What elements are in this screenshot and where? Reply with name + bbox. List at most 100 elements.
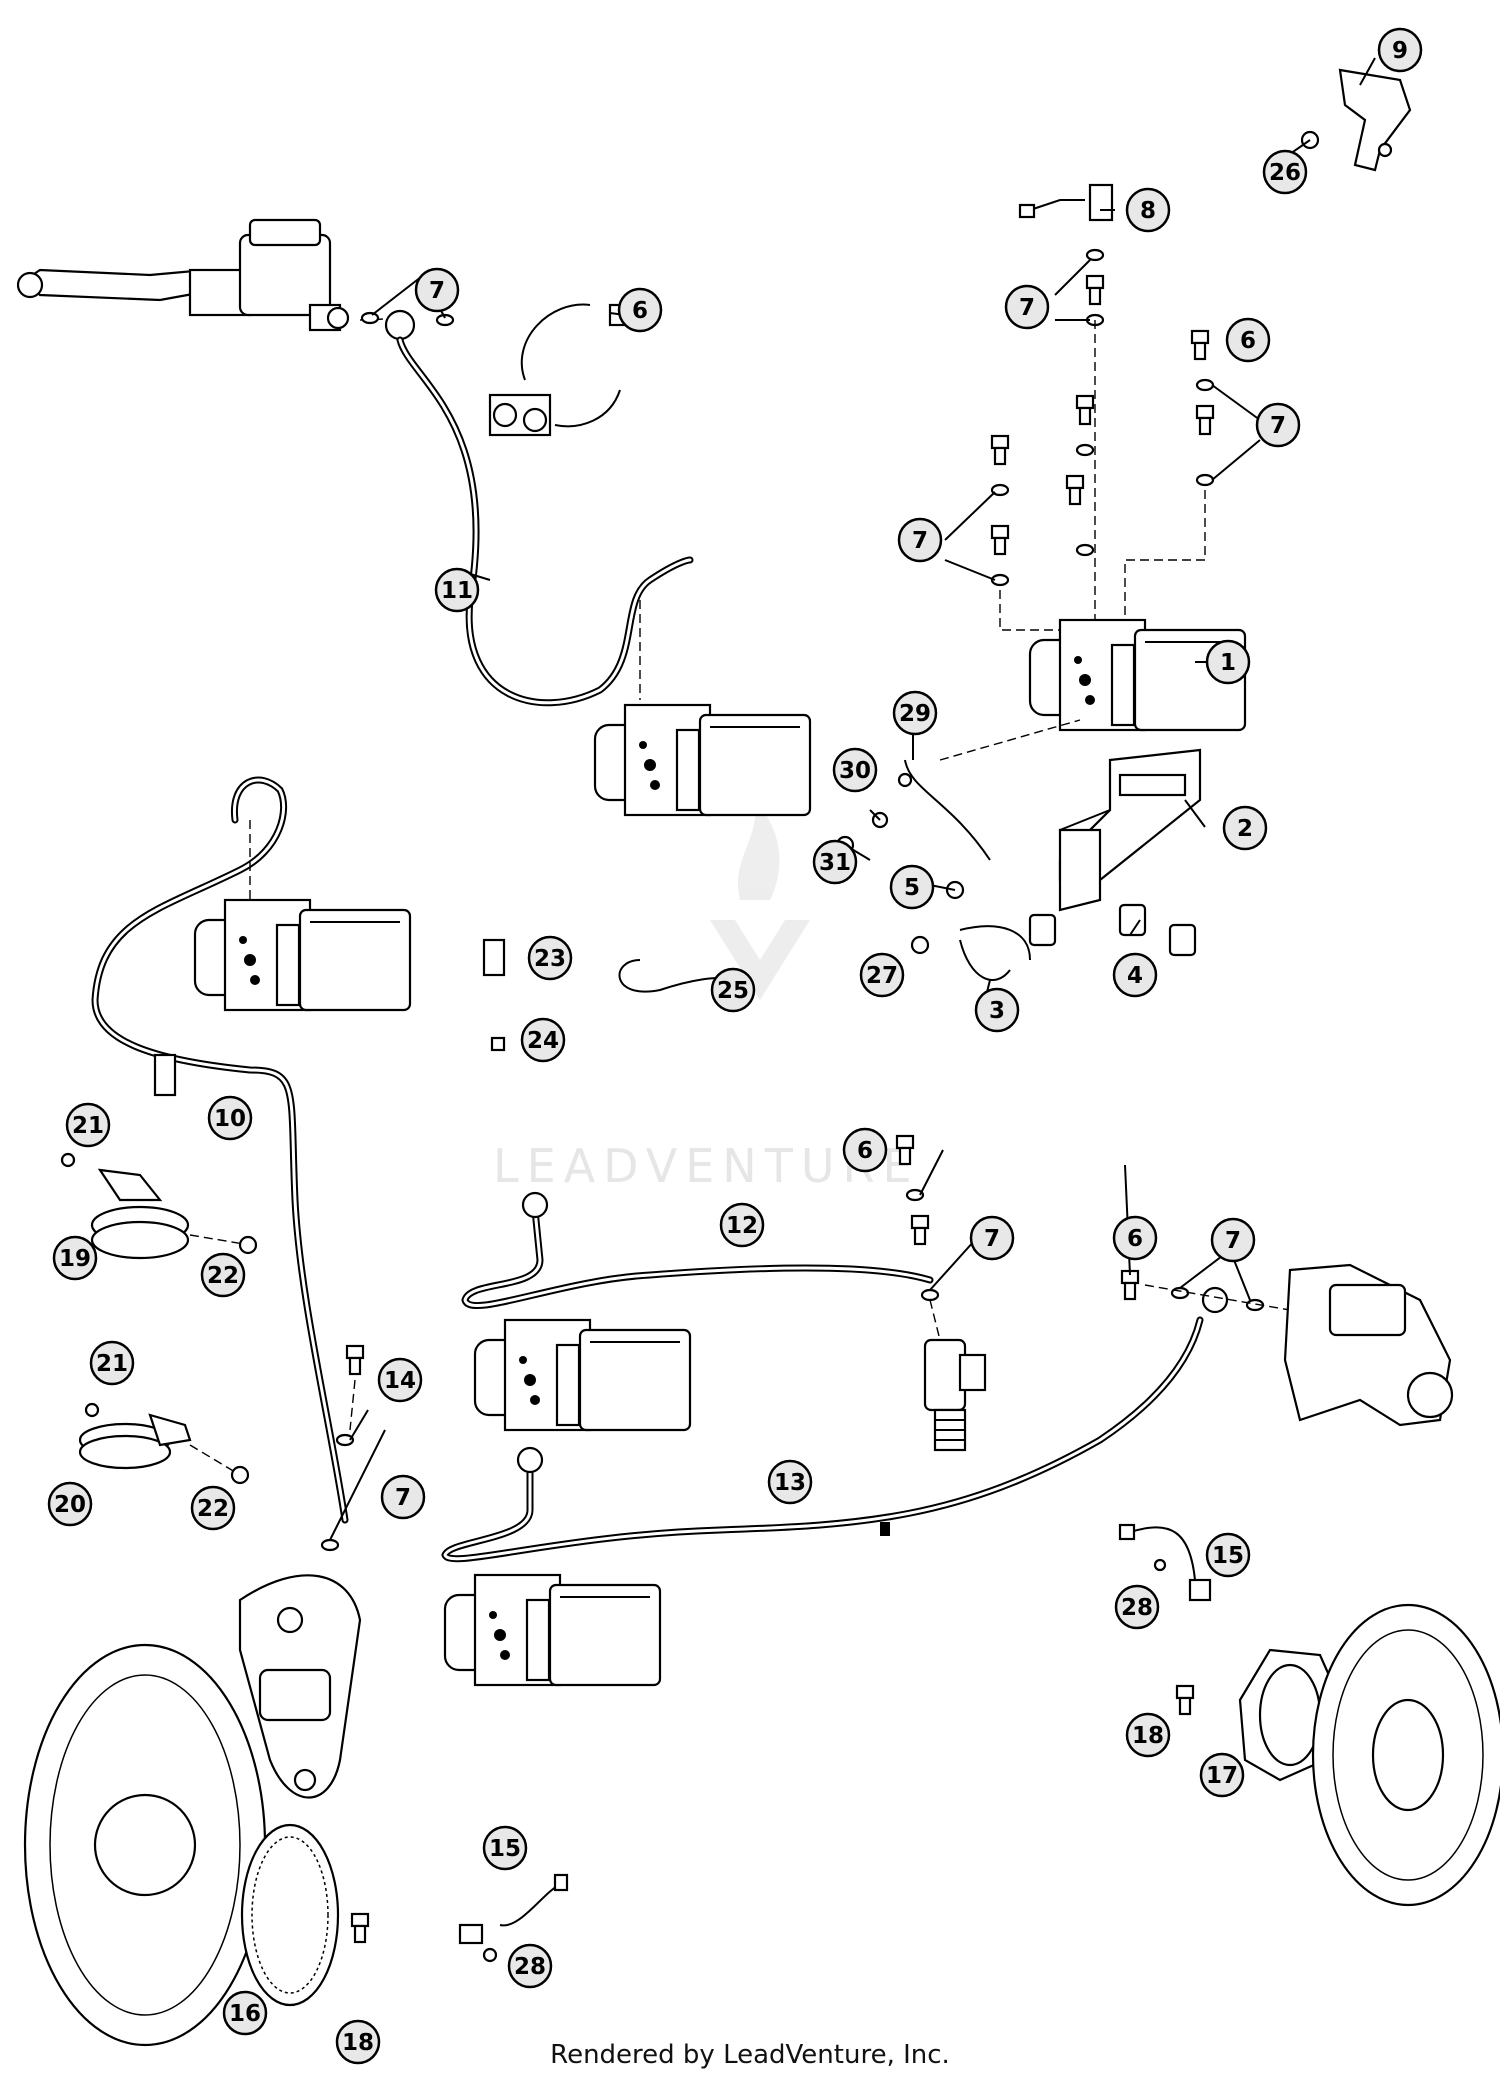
leader-lines [329, 57, 1376, 1541]
callout-circle [507, 1943, 553, 1989]
callout-17: 17 [1199, 1752, 1245, 1798]
callout-circle [47, 1481, 93, 1527]
callout-circle [335, 2019, 381, 2065]
callout-7: 7 [1255, 402, 1301, 448]
callout-circle [1262, 149, 1308, 195]
callout-circle [710, 967, 756, 1013]
callout-26: 26 [1262, 149, 1308, 195]
callout-number: 17 [1206, 1763, 1238, 1789]
callout-circle [520, 1017, 566, 1063]
callout-circle [1199, 1752, 1245, 1798]
callout-15: 15 [1205, 1532, 1251, 1578]
callout-circle [1210, 1217, 1256, 1263]
callout-circle [482, 1825, 528, 1871]
callout-7: 7 [969, 1215, 1015, 1261]
callout-13: 13 [767, 1459, 813, 1505]
callout-number: 6 [1240, 328, 1256, 354]
callout-number: 19 [59, 1246, 91, 1272]
callout-number: 6 [857, 1138, 873, 1164]
callout-20: 20 [47, 1481, 93, 1527]
callout-6: 6 [1225, 317, 1271, 363]
bracket-9 [1338, 68, 1412, 172]
callout-circle [719, 1202, 765, 1248]
callout-18: 18 [1125, 1712, 1171, 1758]
callout-28: 28 [507, 1943, 553, 1989]
callout-12: 12 [719, 1202, 765, 1248]
callout-number: 9 [1392, 38, 1408, 64]
callout-10: 10 [207, 1095, 253, 1141]
callout-9: 9 [1377, 27, 1423, 73]
callout-number: 31 [819, 850, 851, 876]
callout-number: 7 [429, 278, 445, 304]
callout-number: 22 [197, 1496, 229, 1522]
callout-21: 21 [89, 1340, 135, 1386]
callout-number: 15 [1212, 1543, 1244, 1569]
callout-21: 21 [65, 1102, 111, 1148]
rear-brake-disc [1311, 1603, 1500, 1907]
callout-circle [897, 517, 943, 563]
callout-number: 8 [1140, 198, 1156, 224]
callout-circle [889, 864, 935, 910]
callout-number: 27 [866, 963, 898, 989]
callout-11: 11 [434, 567, 480, 613]
callout-circle [222, 1990, 268, 2036]
clamp-19 [90, 1168, 190, 1260]
callout-circle [190, 1485, 236, 1531]
callout-number: 6 [632, 298, 648, 324]
watermark-text: LEADVENTURE [493, 1139, 920, 1193]
callout-7: 7 [1004, 284, 1050, 330]
tone-ring-16 [240, 1823, 340, 2007]
callout-circle [377, 1357, 423, 1403]
callout-number: 5 [904, 875, 920, 901]
callout-circle [859, 952, 905, 998]
callout-7: 7 [897, 517, 943, 563]
front-brake-disc [23, 1643, 267, 2047]
callout-number: 28 [1121, 1595, 1153, 1621]
callout-number: 13 [774, 1470, 806, 1496]
callout-circle [617, 287, 663, 333]
callout-circle [1377, 27, 1423, 73]
callout-circle [434, 567, 480, 613]
callout-5: 5 [889, 864, 935, 910]
callout-number: 25 [717, 978, 749, 1004]
callout-number: 7 [395, 1485, 411, 1511]
callout-circle [414, 267, 460, 313]
callout-circle [842, 1127, 888, 1173]
callout-circle [832, 747, 878, 793]
callout-18: 18 [335, 2019, 381, 2065]
callout-circle [812, 839, 858, 885]
callout-30: 30 [832, 747, 878, 793]
callout-number: 18 [1132, 1723, 1164, 1749]
master-cylinder-assembly [16, 218, 350, 332]
callout-number: 7 [912, 528, 928, 554]
callout-circle [200, 1252, 246, 1298]
callout-circle [207, 1095, 253, 1141]
callout-circle [1112, 1215, 1158, 1261]
callout-number: 4 [1127, 963, 1143, 989]
callout-number: 7 [1225, 1228, 1241, 1254]
callout-circle [1255, 402, 1301, 448]
callout-19: 19 [52, 1235, 98, 1281]
callout-29: 29 [892, 690, 938, 736]
callout-15: 15 [482, 1825, 528, 1871]
callout-circle [767, 1459, 813, 1505]
callout-circle [1112, 952, 1158, 998]
callout-number: 26 [1269, 160, 1301, 186]
callout-24: 24 [520, 1017, 566, 1063]
callout-circle [1222, 805, 1268, 851]
callout-1: 1 [1205, 639, 1251, 685]
callout-circle [1225, 317, 1271, 363]
callout-number: 7 [1270, 413, 1286, 439]
callout-31: 31 [812, 839, 858, 885]
callout-circle [1205, 639, 1251, 685]
callout-22: 22 [200, 1252, 246, 1298]
callout-7: 7 [414, 267, 460, 313]
callout-number: 24 [527, 1028, 559, 1054]
callout-number: 23 [534, 946, 566, 972]
callout-7: 7 [380, 1474, 426, 1520]
sensor-8 [1018, 183, 1114, 222]
callout-14: 14 [377, 1357, 423, 1403]
footer-credit: Rendered by LeadVenture, Inc. [550, 2040, 950, 2070]
callout-2: 2 [1222, 805, 1268, 851]
